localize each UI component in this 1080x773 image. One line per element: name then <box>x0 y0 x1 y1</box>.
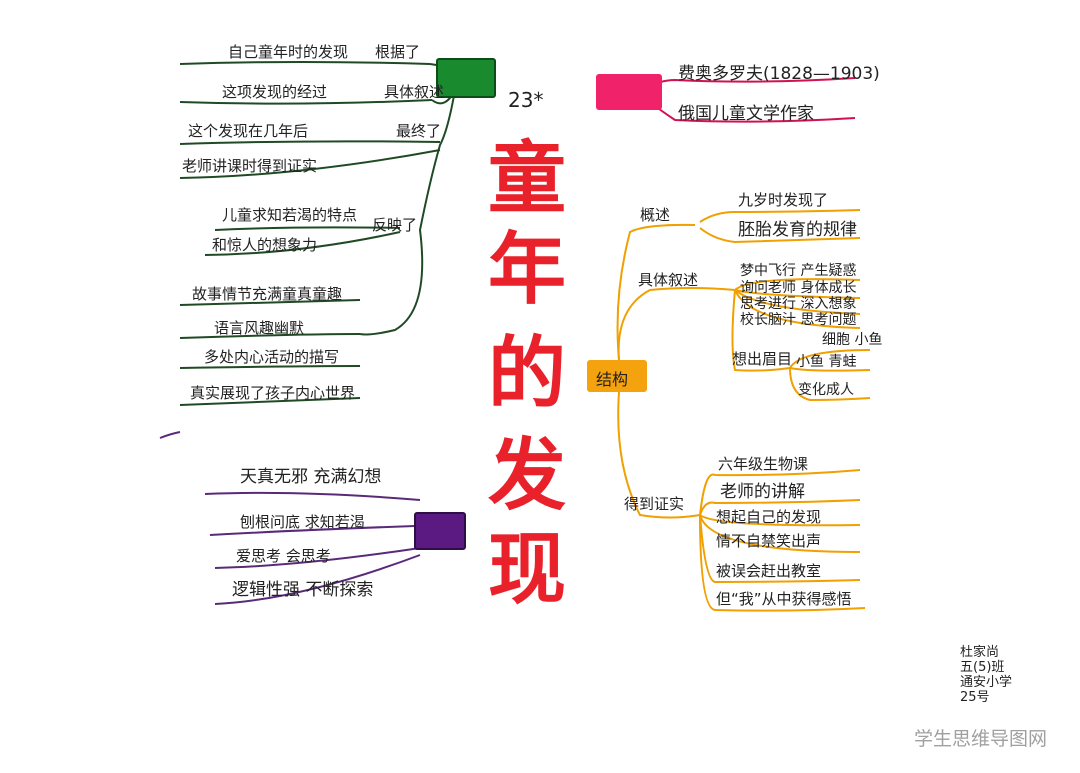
branch2-label: 具体叙述 <box>384 83 445 101</box>
signature-class: 五(5)班 <box>960 660 1005 675</box>
feature-3: 多处内心活动的描写 <box>204 348 340 366</box>
title-char-2: 年 <box>487 224 566 315</box>
proof-item-3: 想起自己的发现 <box>716 508 822 526</box>
detail-label: 具体叙述 <box>638 271 699 289</box>
structure-label: 结构 <box>596 370 629 389</box>
thought-item-2: 小鱼 青蛙 <box>796 354 857 370</box>
title-char-4: 发 <box>487 430 566 521</box>
author-desc: 俄国儿童文学作家 <box>678 104 814 124</box>
title-char-5: 现 <box>487 524 566 615</box>
watermark: 学生思维导图网 <box>914 728 1048 750</box>
branch1-item: 自己童年时的发现 <box>228 43 349 61</box>
signature-name: 杜家尚 <box>960 645 1000 660</box>
branch3-item-2: 老师讲课时得到证实 <box>182 157 318 175</box>
proof-item-6: 但“我”从中获得感悟 <box>716 590 852 608</box>
proof-item-4: 情不自禁笑出声 <box>716 532 822 550</box>
lesson-mark: 23* <box>508 88 544 112</box>
feature-1: 故事情节充满童真童趣 <box>192 285 343 303</box>
trait-4: 逻辑性强 不断探索 <box>232 580 374 600</box>
thought-label: 想出眉目 <box>732 350 793 368</box>
detail-item-4: 校长脑汁 思考问题 <box>740 312 857 328</box>
proof-item-5: 被误会赶出教室 <box>716 562 822 580</box>
title-char-3: 的 <box>487 328 566 419</box>
trait-3: 爱思考 会思考 <box>236 547 331 565</box>
branch3-item-1: 这个发现在几年后 <box>188 122 309 140</box>
structure-box <box>587 360 647 392</box>
overview-label: 概述 <box>640 206 671 224</box>
proof-label: 得到证实 <box>624 495 685 513</box>
proof-item-1: 六年级生物课 <box>718 455 809 473</box>
traits-box-purple <box>414 512 466 550</box>
branch4-item-2: 和惊人的想象力 <box>212 236 318 254</box>
signature-number: 25号 <box>960 690 990 705</box>
feature-2: 语言风趣幽默 <box>214 319 305 337</box>
overview-item-2: 胚胎发育的规律 <box>738 220 857 240</box>
thought-item-1: 细胞 小鱼 <box>822 332 883 348</box>
signature: 杜家尚 五(5)班 通安小学 25号 <box>960 645 1012 705</box>
signature-school: 通安小学 <box>960 675 1013 690</box>
branch2-item: 这项发现的经过 <box>222 83 328 101</box>
trait-1: 天真无邪 充满幻想 <box>240 467 382 487</box>
branch1-label: 根据了 <box>375 43 421 61</box>
title-char-1: 童 <box>487 133 566 224</box>
detail-item-2: 询问老师 身体成长 <box>740 280 857 296</box>
detail-item-3: 思考进行 深入想象 <box>740 296 857 312</box>
overview-item-1: 九岁时发现了 <box>738 191 829 209</box>
author-name: 费奥多罗夫(1828—1903) <box>678 64 880 84</box>
theme-box-green <box>436 58 496 98</box>
author-box-pink <box>596 74 662 110</box>
trait-2: 刨根问底 求知若渴 <box>240 513 365 531</box>
thought-item-3: 变化成人 <box>798 382 854 398</box>
branch4-item-1: 儿童求知若渴的特点 <box>222 206 358 224</box>
branch4-label: 反映了 <box>372 216 418 234</box>
detail-item-1: 梦中飞行 产生疑惑 <box>740 263 857 279</box>
branch3-label: 最终了 <box>396 122 442 140</box>
feature-4: 真实展现了孩子内心世界 <box>190 384 356 402</box>
proof-item-2: 老师的讲解 <box>720 482 805 502</box>
